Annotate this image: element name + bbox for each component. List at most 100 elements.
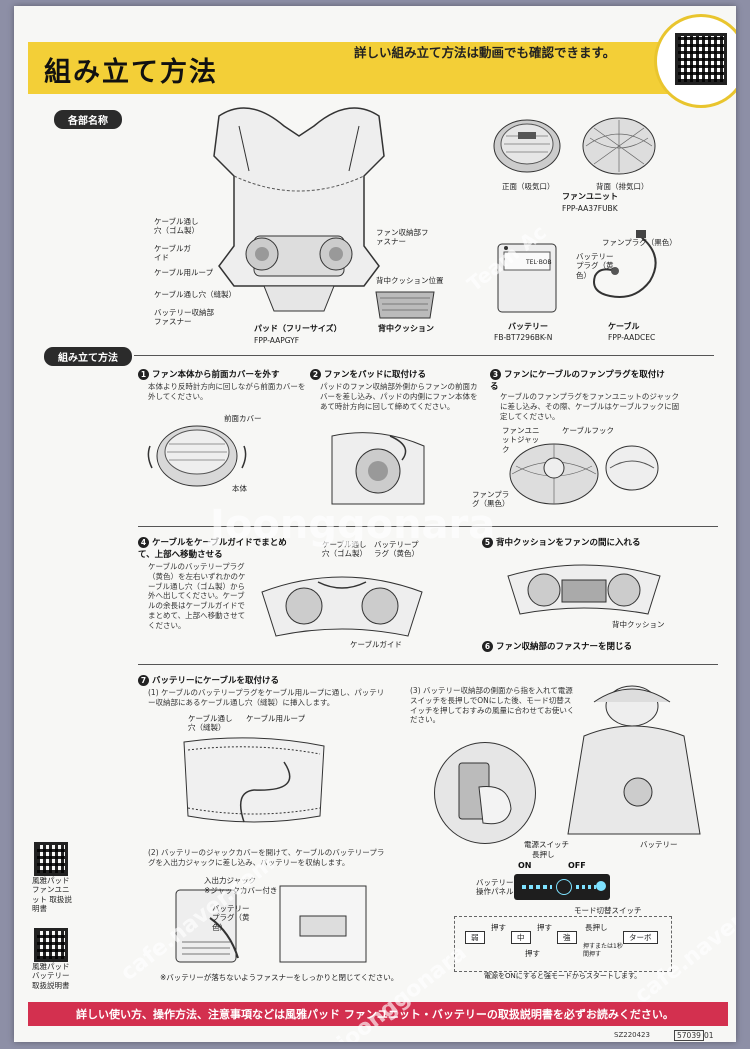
step1-cover-label: 前面カバー — [224, 414, 262, 423]
video-note: 詳しい組み立て方法は動画でも確認できます。 — [354, 45, 616, 60]
qr-code-badge[interactable] — [654, 14, 736, 108]
step7-sub1: (1) ケーブルのバッテリープラグをケーブル用ループに通し、パッテリー収納部にあ… — [148, 688, 385, 707]
press-label-2: 押す — [537, 923, 552, 932]
fan-unit-name: ファンユニット — [562, 192, 618, 201]
mode-weak: 弱 — [465, 931, 485, 945]
step3-jack-label: ファンユニットジャック — [502, 426, 540, 454]
step1-fan-illustration — [147, 425, 247, 487]
long-press-label: 長押し — [532, 850, 555, 859]
manual-sheet: 組み立て方法 詳しい組み立て方法は動画でも確認できます。 各部名称 ケーブル通し… — [14, 6, 736, 1042]
manual-label-2: 風雅パッド バッテリー 取扱説明書 — [32, 962, 70, 990]
cable-illustration — [593, 230, 657, 298]
callout-cable-hole-sewn: ケーブル通し穴（縫製） — [154, 290, 237, 299]
step7-battery-label: バッテリー — [640, 840, 678, 849]
power-off-label: OFF — [568, 861, 586, 870]
divider-steps-4-6 — [138, 526, 718, 527]
level-indicator — [522, 885, 552, 889]
mode-turbo: ターボ — [623, 931, 658, 945]
step7-sub2: (2) バッテリーのジャックカバーを開けて、ケーブルのバッテリープラグを入出力ジ… — [148, 848, 385, 867]
step7-sub3: (3) バッテリー収納部の側面から指を入れて電源スイッチを長押しでONにした後、… — [410, 686, 575, 725]
callout-cable-loop: ケーブル用ループ — [154, 268, 214, 277]
mode-flow-box: 弱 押す 中 押す 強 長押し ターボ 押すまたは1秒間押す 押す — [454, 916, 672, 972]
battery-control-panel — [514, 874, 610, 900]
step7-io-jack-label: 入出力ジャック — [204, 876, 257, 885]
manual-qr-icon-2[interactable] — [34, 928, 68, 962]
step2-text: パッドのファン収納部外側からファンの前面カバーを差し込み、パッドの内側にファン本… — [320, 382, 478, 411]
cushion-name: 背中クッション — [378, 324, 434, 333]
step7-wearer-illustration — [567, 685, 701, 835]
fan-front-illustration — [493, 119, 561, 173]
fan-front-label: 正面（吸気口） — [502, 182, 555, 191]
battery-brand: TEL·BOB — [526, 259, 552, 266]
back-cushion-illustration — [375, 291, 435, 319]
pad-name: パッド（フリーサイズ） — [254, 324, 342, 333]
power-switch-label: 電源スイッチ — [524, 840, 569, 849]
step1-body-label: 本体 — [232, 484, 247, 493]
mode-strong: 強 — [557, 931, 577, 945]
mode-medium: 中 — [511, 931, 531, 945]
divider-assembly — [134, 355, 714, 356]
step3-fan-illustration — [509, 443, 659, 505]
step2-illustration — [331, 432, 425, 505]
panel-label: バッテリー操作パネル — [476, 878, 514, 897]
page-title: 組み立て方法 — [44, 57, 218, 88]
divider-step7 — [138, 664, 718, 665]
step7-loop-label: ケーブル用ループ — [246, 714, 306, 723]
step4-plug-label: バッテリープラグ（黄色） — [374, 540, 419, 559]
callout-back-cushion-pos: 背中クッション位置 — [376, 276, 444, 285]
step4-guide-label: ケーブルガイド — [350, 640, 402, 649]
pad-code: FPP-AAPGYF — [254, 336, 300, 345]
step7-zoom-circle — [434, 742, 536, 844]
step3-plug-label: ファンプラグ（黒色） — [472, 490, 510, 509]
step7-jack-cover-label: ※ジャックカバー付き — [204, 886, 278, 895]
battery-name: バッテリー — [508, 322, 548, 331]
callout-cable-guide: ケーブルガイド — [154, 244, 191, 263]
version-box: 57039 — [674, 1030, 704, 1041]
cable-code: FPP-AADCEC — [608, 333, 656, 342]
hand-pressing-icon — [458, 762, 512, 825]
step7-pocket-illustration — [183, 737, 325, 823]
fan-unit-code: FPP-AA37FUBK — [562, 204, 618, 213]
battery-plug-label: バッテリープラグ（黄色） — [576, 252, 614, 280]
fan-back-illustration — [582, 117, 656, 175]
press-hold-label: 長押し — [585, 923, 608, 932]
qr-code-icon — [675, 33, 727, 85]
fan-back-label: 背面（排気口） — [596, 182, 649, 191]
power-note: 電源をONにすると強モードからスタートします。 — [484, 972, 642, 980]
step5-pad-illustration — [507, 564, 661, 615]
mode-switch-icon[interactable] — [596, 881, 606, 891]
doc-code: SZ220423 — [614, 1031, 650, 1039]
title-bar — [28, 42, 668, 94]
footer-text: 詳しい使い方、操作方法、注意事項などは風雅パッド ファンユニット・バッテリーの取… — [76, 1008, 674, 1021]
step3-hook-label: ケーブルフック — [562, 426, 615, 435]
mode-switch-label: モード切替スイッチ — [574, 906, 642, 915]
callout-cable-hole-rubber: ケーブル通し穴（ゴム製） — [154, 217, 199, 236]
callout-battery-pocket: バッテリー収納部ファスナー — [154, 308, 214, 327]
press-label-1: 押す — [491, 923, 506, 932]
cable-name: ケーブル — [608, 322, 640, 331]
version-tail: 01 — [704, 1031, 714, 1040]
step7-note: ※バッテリーが落ちないようファスナーをしっかりと閉じてください。 — [160, 973, 399, 982]
battery-illustration — [497, 243, 557, 313]
step3-text: ケーブルのファンプラグをファンユニットのジャックに差し込み、その際、ケーブルはケ… — [500, 392, 680, 421]
step4-pad-illustration — [261, 576, 423, 637]
manual-label-1: 風雅パッド ファンユニット 取扱説明書 — [32, 876, 72, 914]
pad-illustration — [213, 107, 385, 312]
battery-code: FB-BT7296BK-N — [494, 333, 553, 342]
press-label-3: 押す — [525, 949, 540, 958]
callout-fan-pocket: ファン収納部ファスナー — [376, 228, 429, 247]
manual-qr-icon-1[interactable] — [34, 842, 68, 876]
parts-section-label: 各部名称 — [54, 110, 122, 129]
step1-text: 本体より反時計方向に回しながら前面カバーを外してください。 — [148, 382, 306, 401]
mode-indicator — [576, 885, 596, 889]
fan-plug-label: ファンプラグ（黒色） — [602, 238, 677, 247]
step5-cushion-label: 背中クッション — [612, 620, 665, 629]
power-button-icon[interactable] — [556, 879, 572, 895]
